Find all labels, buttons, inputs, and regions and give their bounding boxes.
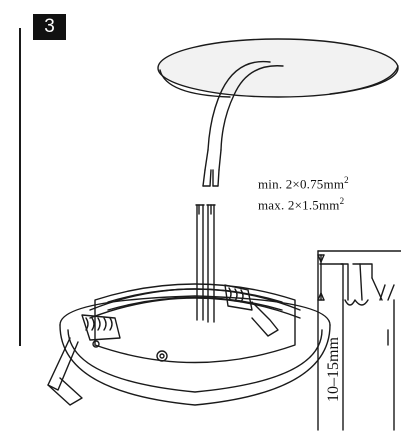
max-cable-spec: max. 2×1.5mm2	[258, 196, 344, 213]
min-cable-spec-exponent: 2	[344, 175, 349, 185]
supply-cable-illustration	[202, 60, 284, 187]
strip-length-dimension: 10–15mm	[325, 337, 343, 402]
min-cable-spec: min. 2×0.75mm2	[258, 175, 349, 192]
step-number-badge: 3	[33, 14, 66, 40]
fixture-wires	[195, 204, 216, 323]
min-cable-spec-text: min. 2×0.75mm	[258, 176, 345, 192]
max-cable-spec-exponent: 2	[339, 196, 345, 206]
max-cable-spec-text: max. 2×1.5mm	[258, 197, 340, 213]
left-spring-clip	[47, 314, 121, 406]
ceiling-hole-illustration	[157, 38, 399, 98]
downlight-fixture	[59, 283, 331, 406]
left-margin-rule	[19, 28, 21, 346]
cable-strip-detail	[317, 250, 401, 431]
strip-length-label: 10–15mm	[325, 337, 342, 402]
step-number: 3	[44, 16, 55, 37]
right-spring-clip	[224, 284, 279, 337]
